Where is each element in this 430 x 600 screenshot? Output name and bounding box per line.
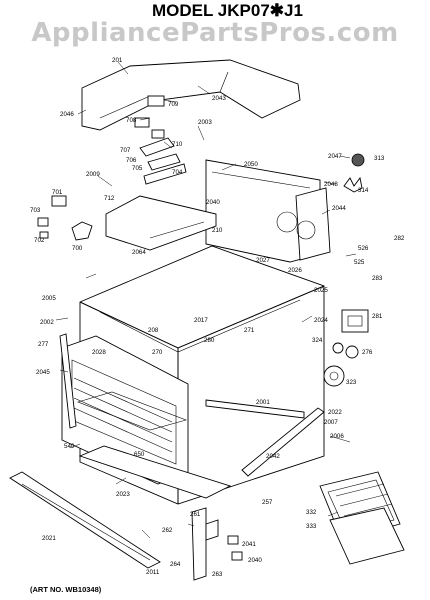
part-label: 280 <box>204 337 215 344</box>
part-label: 703 <box>30 207 41 214</box>
part-label: 270 <box>152 349 163 356</box>
part-label: 2005 <box>42 295 56 302</box>
part-label: 2044 <box>332 205 346 212</box>
part-label: 2046 <box>60 111 74 118</box>
part-label: 540 <box>64 443 75 450</box>
part-label: 2002 <box>40 319 54 326</box>
bottom-trim <box>78 445 232 499</box>
part-label: 2017 <box>194 317 208 324</box>
part-label: 276 <box>362 349 373 356</box>
part-label: 704 <box>172 169 183 176</box>
leader-lines <box>55 61 357 539</box>
part-label: 712 <box>104 195 115 202</box>
part-label: 710 <box>172 141 183 148</box>
part-label: 2024 <box>314 317 328 324</box>
part-label: 324 <box>312 337 323 344</box>
oven-rack <box>77 391 187 431</box>
part-label: 2006 <box>330 433 344 440</box>
part-label: 2040 <box>248 557 262 564</box>
part-label: 701 <box>52 189 63 196</box>
part-label: 709 <box>168 101 179 108</box>
part-label: 525 <box>354 259 365 266</box>
part-number-labels: 201 2043 2046 709 708 707 710 706 705 70… <box>30 57 405 578</box>
part-label: 706 <box>126 157 137 164</box>
part-label: 277 <box>38 341 49 348</box>
part-label: 257 <box>262 499 273 506</box>
part-label: 261 <box>190 511 201 518</box>
part-label: 2021 <box>42 535 56 542</box>
part-label: 2022 <box>328 409 342 416</box>
door-hinges <box>191 507 243 581</box>
part-label: 2028 <box>92 349 106 356</box>
part-label: 2011 <box>146 569 160 576</box>
part-label: 283 <box>372 275 383 282</box>
part-label: 2047 <box>328 153 342 160</box>
part-label: 208 <box>148 327 159 334</box>
part-label: 201 <box>112 57 123 64</box>
part-label: 650 <box>134 451 145 458</box>
part-label: 313 <box>374 155 385 162</box>
part-label: 2045 <box>36 369 50 376</box>
part-label: 282 <box>394 235 405 242</box>
right-components <box>323 309 369 387</box>
part-label: 2007 <box>324 419 338 426</box>
part-label: 2025 <box>314 287 328 294</box>
model-title: MODEL JKP07✱J1 <box>152 1 303 20</box>
upper-panel <box>105 195 217 251</box>
part-label: 526 <box>358 245 369 252</box>
part-label: 2009 <box>86 171 100 178</box>
part-label: 264 <box>170 561 181 568</box>
fan-motor <box>343 153 365 193</box>
part-label: 2064 <box>132 249 146 256</box>
site-watermark: AppliancePartsPros.com <box>31 18 399 48</box>
part-label: 2050 <box>244 161 258 168</box>
part-label: 705 <box>132 165 143 172</box>
art-number: (ART NO. WB10348) <box>30 585 102 594</box>
part-label: 271 <box>244 327 255 334</box>
part-label: 2040 <box>206 199 220 206</box>
part-label: 2042 <box>266 453 280 460</box>
part-label: 2027 <box>256 257 270 264</box>
bottom-rail <box>205 399 325 477</box>
part-label: 707 <box>120 147 131 154</box>
part-label: 2048 <box>324 181 338 188</box>
part-label: 702 <box>34 237 45 244</box>
left-trim-strip <box>59 333 77 429</box>
part-label: 2026 <box>288 267 302 274</box>
part-label: 210 <box>212 227 223 234</box>
part-label: 2001 <box>256 399 270 406</box>
part-label: 2023 <box>116 491 130 498</box>
part-label: 333 <box>306 523 317 530</box>
part-label: 2003 <box>198 119 212 126</box>
part-label: 314 <box>358 187 369 194</box>
latch-assembly <box>134 95 187 185</box>
part-label: 2043 <box>212 95 226 102</box>
side-shield <box>295 187 331 261</box>
door-lock-parts <box>37 195 93 241</box>
part-label: 700 <box>72 245 83 252</box>
oven-cavity <box>61 335 189 485</box>
front-kick-plate <box>9 471 161 569</box>
top-cover <box>81 59 301 131</box>
part-label: 281 <box>372 313 383 320</box>
part-label: 323 <box>346 379 357 386</box>
part-label: 332 <box>306 509 317 516</box>
part-label: 708 <box>126 117 137 124</box>
part-label: 2041 <box>242 541 256 548</box>
part-label: 262 <box>162 527 173 534</box>
part-label: 263 <box>212 571 223 578</box>
broiler-pan <box>319 471 405 565</box>
